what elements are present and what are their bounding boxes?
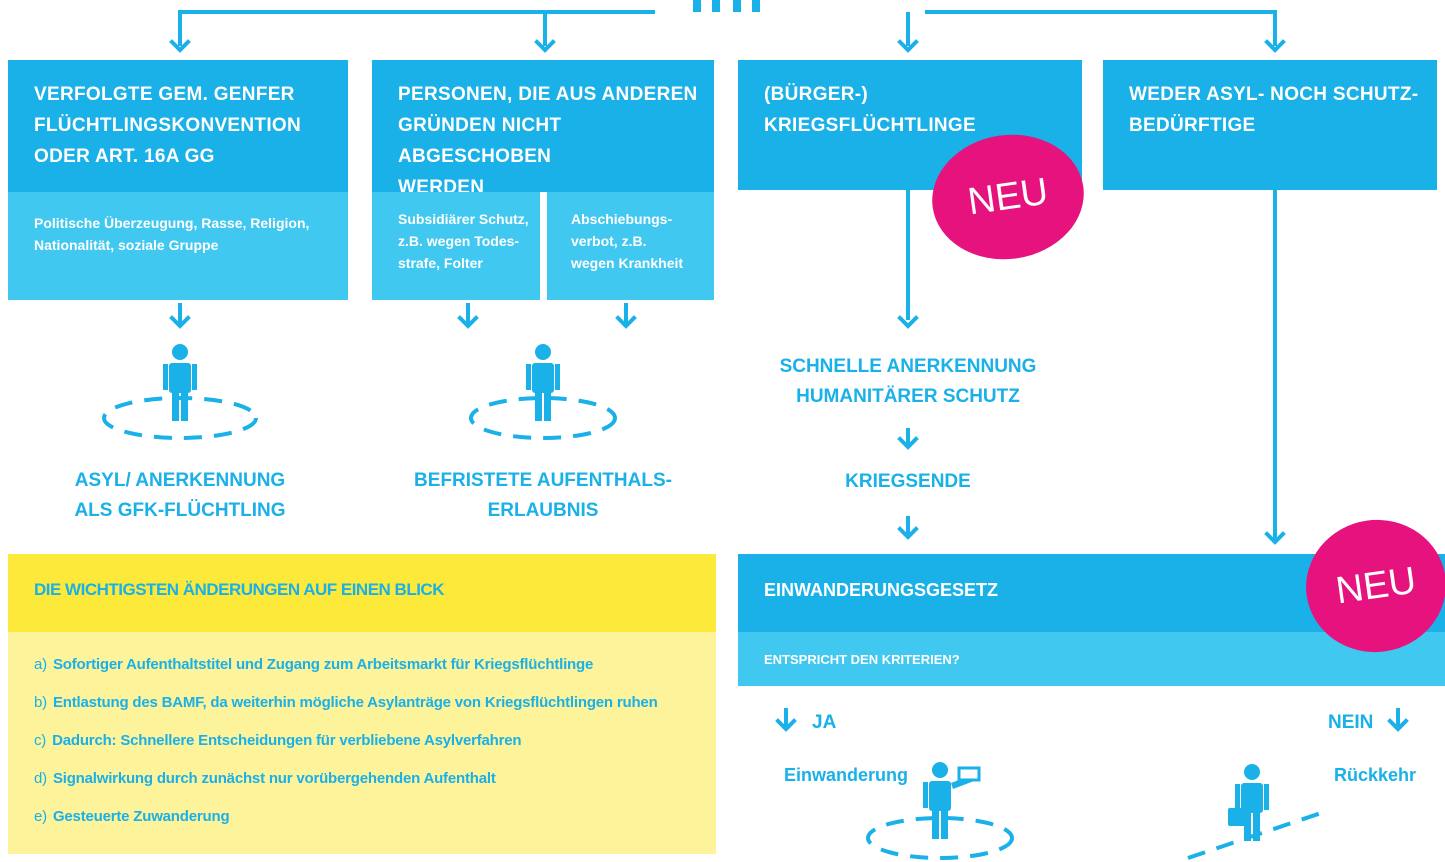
category-gfk: VERFOLGTE GEM. GENFER FLÜCHTLINGSKONVENT… <box>8 60 348 192</box>
answer-yes: JA <box>812 712 837 733</box>
category-other-reasons: PERSONEN, DIE AUS ANDEREN GRÜNDEN NICHT … <box>372 60 714 198</box>
category-other-reasons-title: PERSONEN, DIE AUS ANDEREN GRÜNDEN NICHT … <box>398 84 698 198</box>
category-war-refugees-title: (BÜRGER-) KRIEGSFLÜCHTLINGE <box>764 84 976 136</box>
category-gfk-detail: Politische Überzeugung, Rasse, Religion,… <box>8 192 348 300</box>
list-item: b)Entlastung des BAMF, da weiterhin mögl… <box>34 694 658 711</box>
person-icon <box>163 344 197 421</box>
outcome-fast-recognition: SCHNELLE ANERKENNUNG HUMANITÄRER SCHUTZ <box>779 356 1037 407</box>
outcome-temporary-permit: BEFRISTETE AUFENTHALS- ERLAUBNIS <box>414 470 672 521</box>
summary-header: DIE WICHTIGSTEN ÄNDERUNGEN AUF EINEN BLI… <box>8 554 716 632</box>
list-item: e)Gesteuerte Zuwanderung <box>34 808 230 825</box>
list-item: d)Signalwirkung durch zunächst nur vorüb… <box>34 770 496 787</box>
platform-ellipse <box>102 396 258 440</box>
subsidiary-protection-box: Subsidiärer Schutz, z.B. wegen Todes- st… <box>372 192 540 300</box>
summary-list: a)Sofortiger Aufenthaltstitel und Zugang… <box>8 632 716 854</box>
top-connector-right <box>925 10 1277 46</box>
result-return: Rückkehr <box>1334 765 1417 785</box>
criteria-box: ENTSPRICHT DEN KRITERIEN? <box>738 632 1445 686</box>
outcome-asyl: ASYL/ ANERKENNUNG ALS GFK-FLÜCHTLING <box>74 470 286 521</box>
top-connector-left <box>178 10 655 46</box>
answer-no: NEIN <box>1328 712 1374 733</box>
outcome-war-end: KRIEGSENDE <box>845 471 971 492</box>
criteria-question: ENTSPRICHT DEN KRITERIEN? <box>764 652 960 667</box>
deportation-ban-box: Abschiebungs- verbot, z.B. wegen Krankhe… <box>547 192 714 300</box>
category-no-protection-title: WEDER ASYL- NOCH SCHUTZ- BEDÜRFTIGE <box>1129 84 1419 136</box>
category-no-protection: WEDER ASYL- NOCH SCHUTZ- BEDÜRFTIGE <box>1103 60 1437 190</box>
summary-heading: DIE WICHTIGSTEN ÄNDERUNGEN AUF EINEN BLI… <box>34 580 445 599</box>
result-immigration: Einwanderung <box>784 765 909 785</box>
list-item: c)Dadurch: Schnellere Entscheidungen für… <box>34 732 522 749</box>
list-item: a)Sofortiger Aufenthaltstitel und Zugang… <box>34 656 594 673</box>
immigration-law-title: EINWANDERUNGSGESETZ <box>764 580 999 600</box>
category-gfk-title: VERFOLGTE GEM. GENFER FLÜCHTLINGSKONVENT… <box>34 84 302 167</box>
